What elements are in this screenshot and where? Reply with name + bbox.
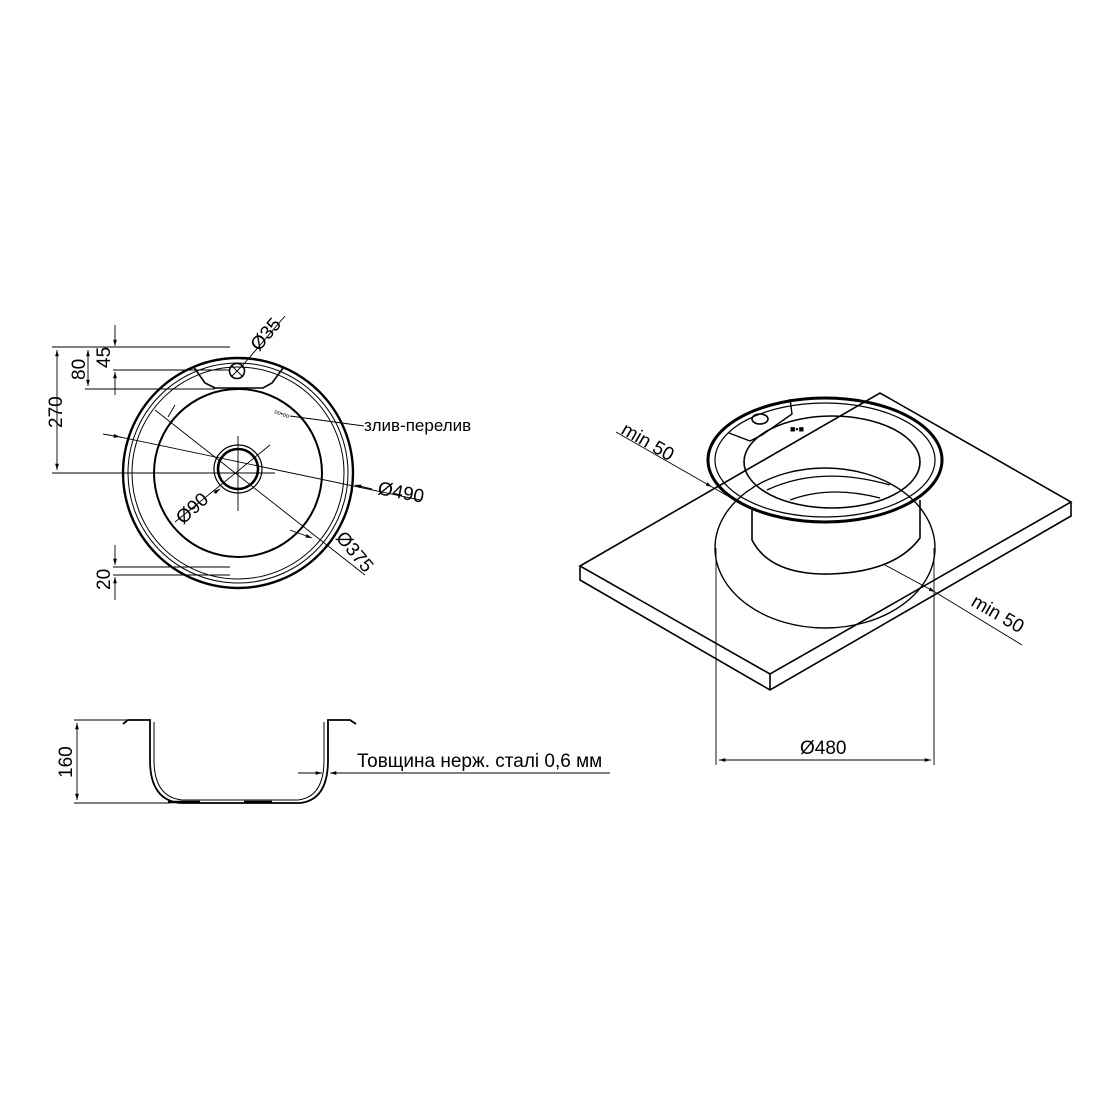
iso-overflow-mark: ■•■	[790, 424, 804, 434]
dim-160-label: 160	[56, 746, 77, 778]
dim-45-label: 45	[94, 347, 115, 368]
iso-bowl-opening	[743, 415, 921, 509]
dim-375-label: Ø375	[331, 528, 377, 577]
dim-270-label: 270	[46, 396, 67, 428]
overflow-mark: oo•oo	[273, 409, 290, 420]
dim-90-label: Ø90	[172, 489, 213, 529]
min-50-right-label: min 50	[968, 591, 1028, 638]
iso-rim-inner	[714, 402, 936, 518]
sink-side-view: 160 Товщина нерж. сталі 0,6 мм	[56, 719, 610, 804]
dim-490-label: Ø490	[376, 478, 426, 507]
cutout-diameter-label: Ø480	[800, 738, 846, 759]
bowl-body	[751, 500, 921, 575]
tap-ledge	[192, 365, 284, 389]
dim-35-label: Ø35	[247, 314, 286, 355]
dim-80-label: 80	[69, 359, 90, 380]
dim-20-label: 20	[94, 569, 115, 590]
iso-tap-ledge	[728, 398, 793, 442]
iso-rim-outer	[706, 396, 944, 524]
min-50-left-label: min 50	[618, 419, 678, 466]
bowl-profile	[122, 719, 357, 804]
sink-top-view: oo•oo 270 80 45 20 Ø35 Ø490 Ø375	[46, 314, 471, 600]
sink-isometric-view: ■•■ min 50 min 50 Ø480	[578, 392, 1073, 765]
tap-hole	[228, 362, 246, 380]
thickness-note: Товщина нерж. сталі 0,6 мм	[357, 751, 602, 772]
bowl-profile-inner	[153, 722, 325, 801]
countertop-edge	[579, 502, 1072, 691]
iso-tap-hole	[751, 413, 769, 425]
cutout-ellipse	[714, 467, 936, 629]
overflow-label: злив-перелив	[364, 416, 471, 435]
